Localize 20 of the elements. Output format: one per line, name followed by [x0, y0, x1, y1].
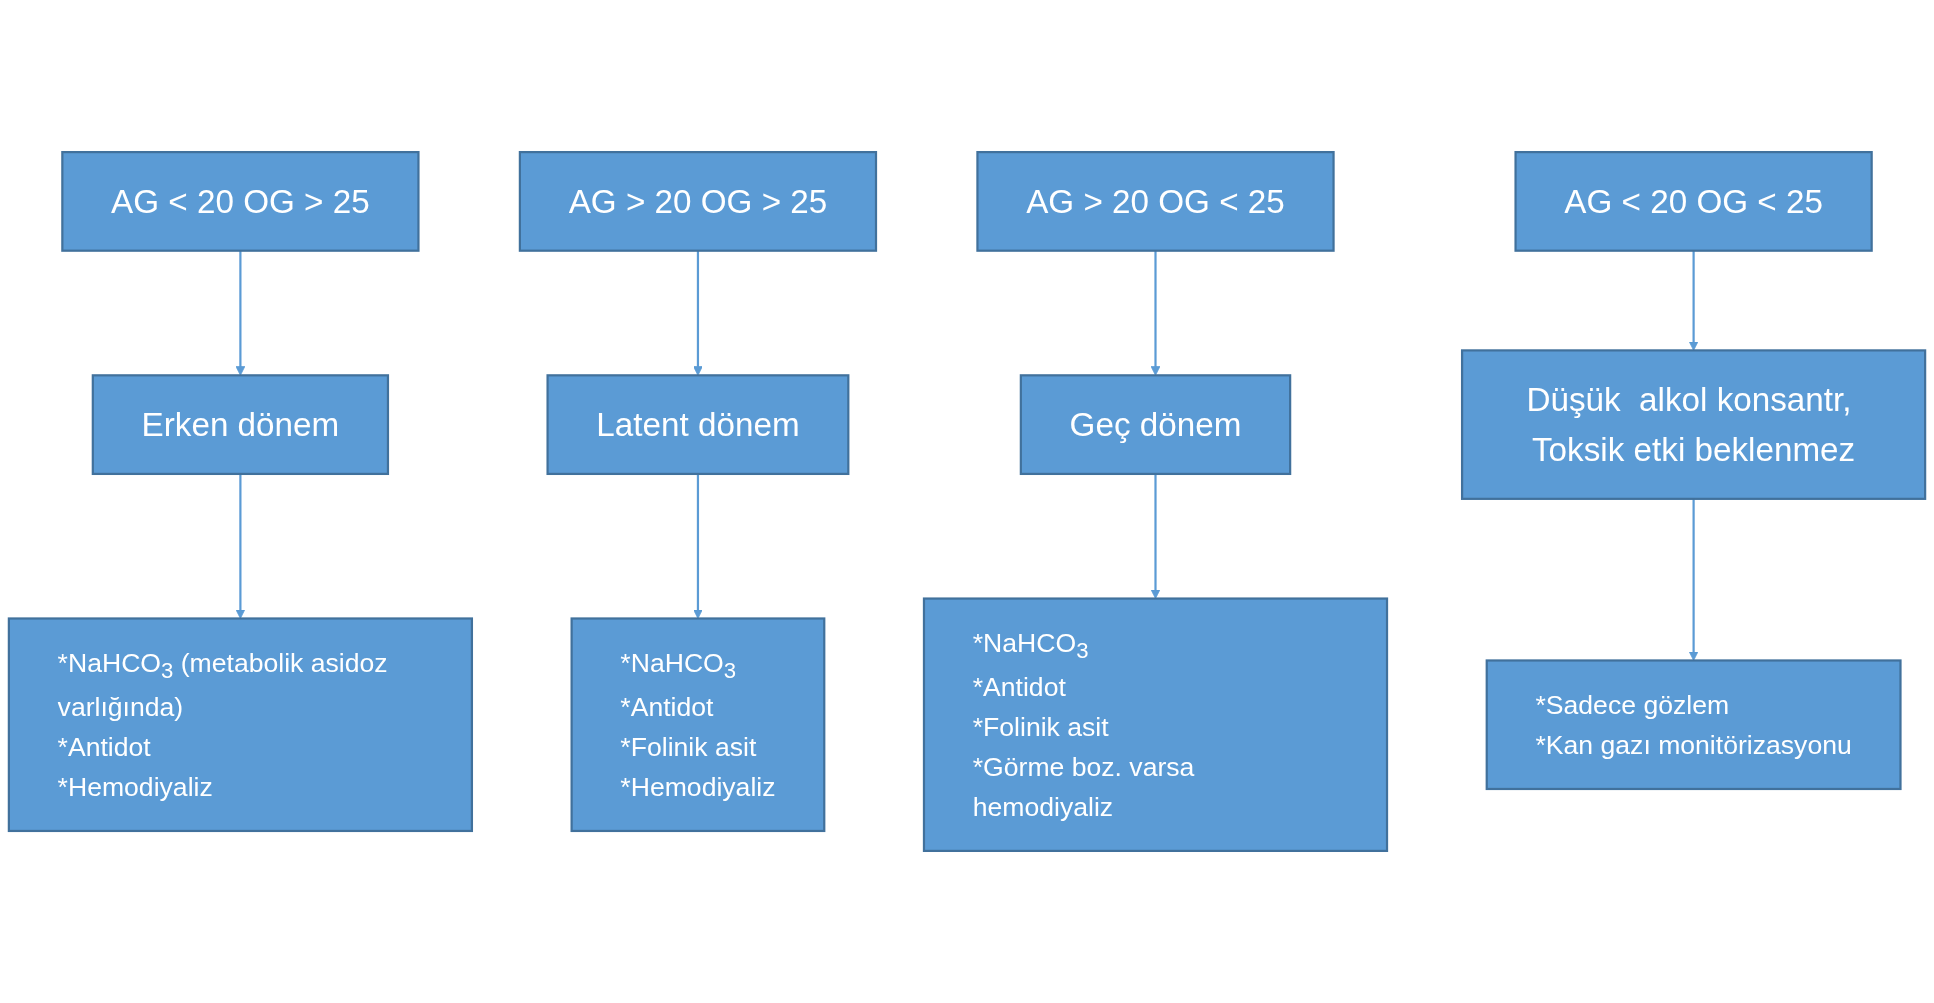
- arrow: [693, 250, 703, 376]
- node-box: Latent dönem: [546, 374, 850, 476]
- arrow: [1688, 250, 1699, 351]
- node-box: *NaHCO$_{3}$ *Antidot *Folinik asit *Görme boz. varsa hemodiyaliz: [922, 597, 1389, 852]
- arrow: [1150, 250, 1161, 376]
- node-box: *Sadece gözlem *Kan gazı monitörizasyonu: [1485, 659, 1902, 791]
- node-box: AG < 20 OG < 25: [1514, 151, 1873, 252]
- node-box: *NaHCO$_{3}$ (metabolik asidoz varlığında) *Antidot *Hemodiyaliz: [7, 617, 474, 833]
- arrow: [1150, 473, 1161, 599]
- node-box: AG > 20 OG > 25: [518, 151, 878, 252]
- node-box: Düşük alkol konsantr, Toksik etki beklenmez: [1460, 349, 1927, 500]
- node-box: AG < 20 OG > 25: [61, 151, 420, 252]
- node-box: AG > 20 OG < 25: [976, 151, 1335, 252]
- arrow: [693, 473, 703, 619]
- arrow: [235, 473, 246, 619]
- node-box: Erken dönem: [91, 374, 390, 476]
- node-box: Geç dönem: [1019, 374, 1292, 476]
- arrow: [1688, 498, 1699, 661]
- node-box: *NaHCO$_{3}$ *Antidot *Folinik asit *Hemodiyaliz: [570, 617, 826, 833]
- arrow: [235, 250, 246, 376]
